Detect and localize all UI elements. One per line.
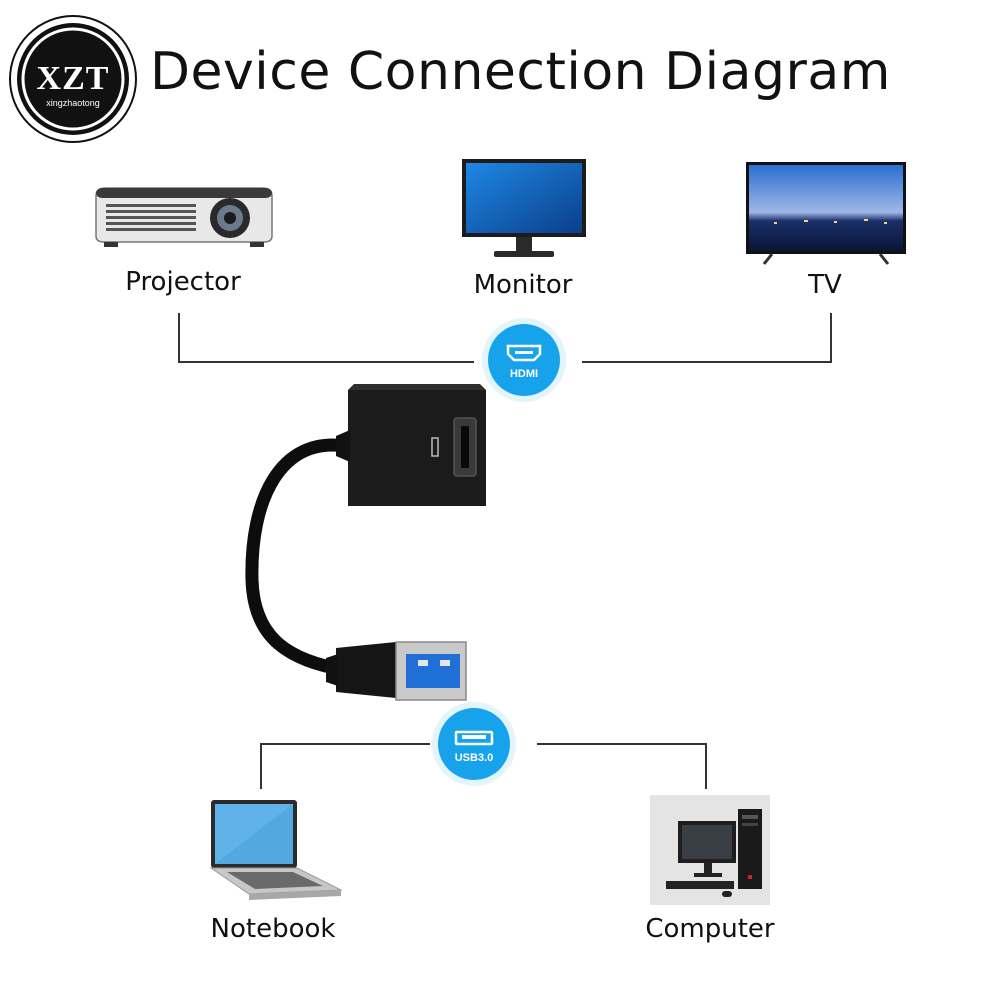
connector-line-top-right: [582, 361, 832, 363]
connector-line-bottom-left: [260, 743, 430, 745]
usb-port-icon: [454, 730, 494, 746]
monitor-label: Monitor: [473, 270, 573, 300]
svg-text:XZT: XZT: [37, 60, 110, 97]
projector-label: Projector: [125, 267, 241, 297]
svg-text:xingzhaotong: xingzhaotong: [46, 98, 100, 108]
hdmi-port-icon: [506, 344, 542, 362]
laptop-icon: [209, 800, 343, 900]
monitor-icon: [462, 159, 586, 257]
hdmi-badge: HDMI: [488, 324, 560, 396]
hdmi-badge-label: HDMI: [509, 368, 539, 380]
usb-badge: USB3.0: [438, 708, 510, 780]
connector-line-bottom-right: [537, 743, 707, 745]
connector-line-computer: [705, 743, 707, 789]
connector-line-projector: [178, 313, 180, 361]
computer-label: Computer: [645, 914, 775, 944]
usb-badge-label: USB3.0: [454, 752, 494, 764]
tv-icon: [746, 162, 906, 265]
projector-icon: [95, 187, 273, 247]
desktop-computer-icon: [650, 795, 770, 905]
notebook-label: Notebook: [210, 914, 336, 944]
tv-label: TV: [808, 270, 842, 300]
xzt-logo: XZT xingzhaotong: [9, 15, 137, 143]
usb-to-hdmi-adapter-icon: [245, 384, 486, 701]
connector-line-notebook: [260, 743, 262, 789]
connector-line-top-left: [178, 361, 474, 363]
page-title: Device Connection Diagram: [150, 42, 891, 102]
connector-line-tv: [830, 313, 832, 363]
